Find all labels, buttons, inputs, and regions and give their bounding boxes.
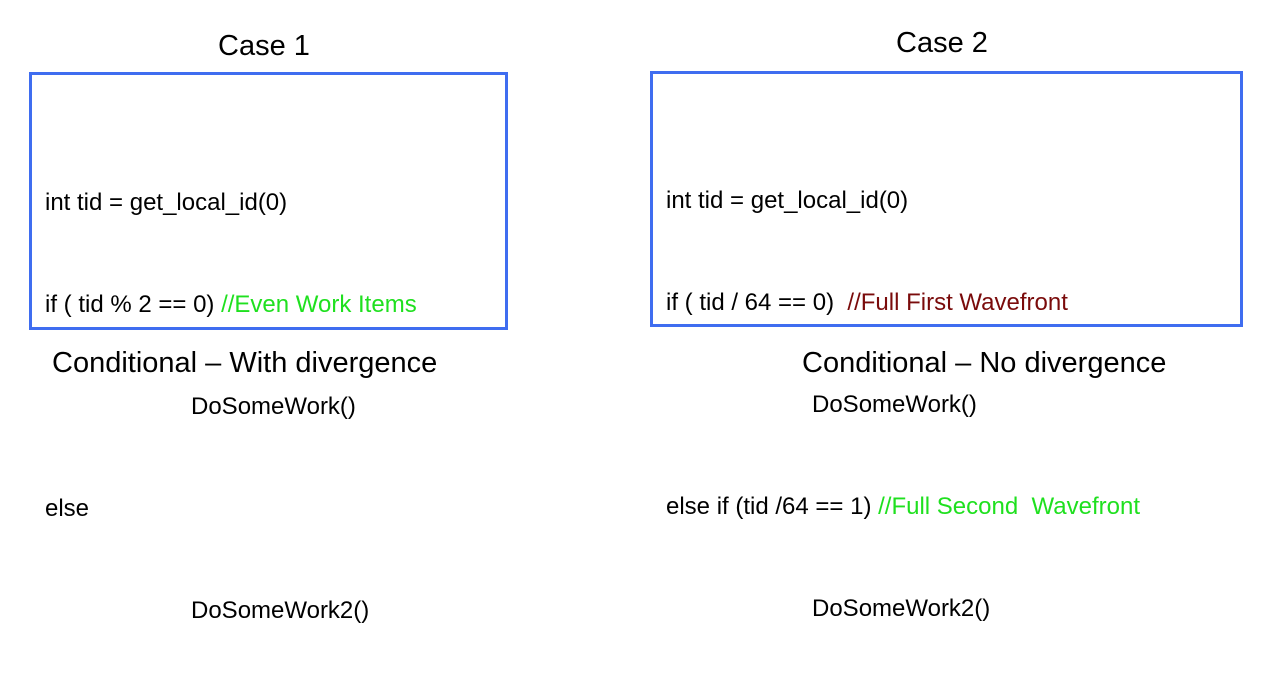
code-text: DoSomeWork() xyxy=(191,393,356,420)
case2-line-4: else if (tid /64 == 1) //Full Second Wav… xyxy=(666,490,1140,524)
case1-line-2: if ( tid % 2 == 0) //Even Work Items xyxy=(45,288,417,322)
case2-code-block: int tid = get_local_id(0) if ( tid / 64 … xyxy=(666,116,1140,694)
case1-title: Case 1 xyxy=(218,30,310,62)
code-text: int tid = get_local_id(0) xyxy=(666,187,909,214)
case2-line-5: DoSomeWork2() xyxy=(666,592,1140,626)
code-text: if ( tid / 64 == 0) xyxy=(666,289,848,316)
case1-code-block: int tid = get_local_id(0) if ( tid % 2 =… xyxy=(45,118,417,696)
case1-code-box: int tid = get_local_id(0) if ( tid % 2 =… xyxy=(29,72,508,624)
case2-title: Case 2 xyxy=(896,27,988,59)
case1-line-1: int tid = get_local_id(0) xyxy=(45,186,417,220)
case1-line-4: else xyxy=(45,492,417,526)
code-text: DoSomeWork2() xyxy=(812,595,991,622)
case1-line-3: DoSomeWork() xyxy=(45,390,417,424)
case2-line-2: if ( tid / 64 == 0) //Full First Wavefro… xyxy=(666,286,1140,320)
code-text: if ( tid % 2 == 0) xyxy=(45,291,222,318)
code-comment: //Full First Wavefront xyxy=(847,289,1068,316)
case2-caption: Conditional – No divergence xyxy=(802,347,1167,379)
case1-caption: Conditional – With divergence xyxy=(52,347,438,379)
code-text: int tid = get_local_id(0) xyxy=(45,189,288,216)
case1-line-5: DoSomeWork2() xyxy=(45,594,417,628)
case2-code-box: int tid = get_local_id(0) if ( tid / 64 … xyxy=(650,71,1243,622)
code-text: else if (tid /64 == 1) xyxy=(666,493,879,520)
case2-line-3: DoSomeWork() xyxy=(666,388,1140,422)
code-comment: //Even Work Items xyxy=(221,291,417,318)
code-text: DoSomeWork2() xyxy=(191,597,370,624)
code-comment: //Full Second Wavefront xyxy=(878,493,1140,520)
code-text: else xyxy=(45,495,90,522)
case2-line-1: int tid = get_local_id(0) xyxy=(666,184,1140,218)
code-text: DoSomeWork() xyxy=(812,391,977,418)
